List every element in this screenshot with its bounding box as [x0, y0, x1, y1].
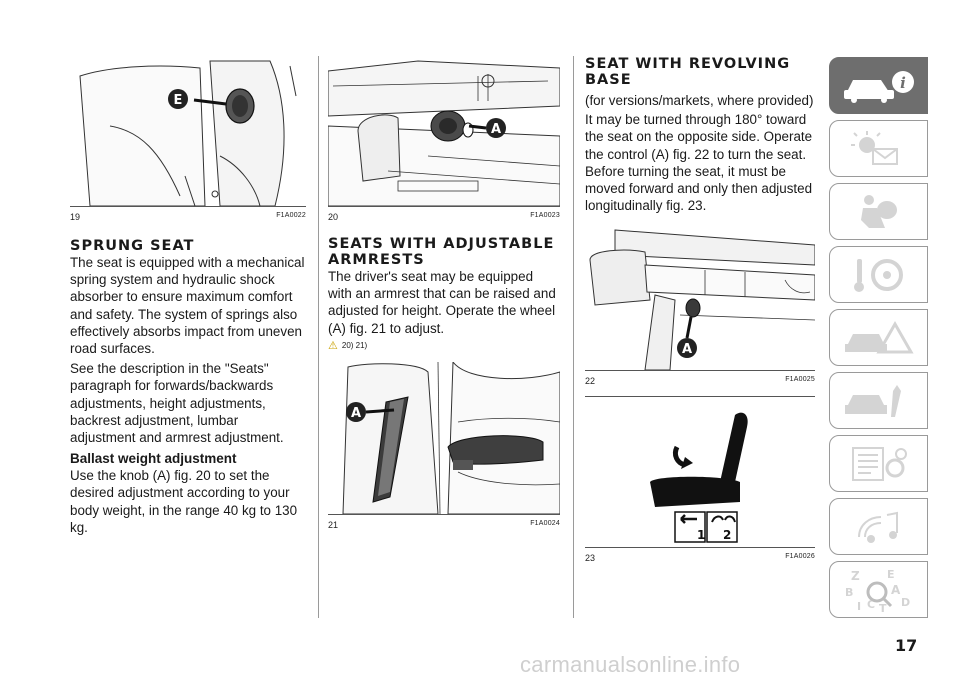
figure-22-caption: 22 F1A0025 [585, 371, 815, 386]
watermark: carmanualsonline.info [520, 652, 741, 677]
section-heading: SPRUNG SEAT [70, 238, 195, 254]
figure-23-illustration: 1 2 [585, 397, 815, 548]
paragraph: The seat is equipped with a mechanical s… [70, 255, 305, 357]
steering-ignition-icon [853, 258, 903, 292]
index-letter: I [857, 600, 861, 613]
warning-lights-icon [850, 130, 898, 165]
section-heading: SEAT WITH REVOLVING BASE [585, 56, 791, 88]
figure-code: F1A0026 [785, 553, 815, 561]
warning-refs: 20) 21) [341, 340, 368, 350]
index-letter: A [891, 583, 901, 597]
figure-number: 20 [328, 212, 339, 222]
index-letter: D [901, 596, 910, 609]
figure-20-caption: 20 F1A0023 [328, 207, 560, 222]
column-sprung-seat: E 19 F1A0022 SPRUNG SEAT The seat is equ… [70, 56, 306, 536]
figure-19-illustration: E [70, 56, 306, 206]
paragraph: It may be turned through 180° toward the… [585, 112, 813, 214]
tab-index[interactable]: Z E B A I C T D [829, 561, 928, 618]
figure-22: A [585, 220, 815, 372]
svg-text:i: i [900, 74, 906, 92]
index-icon: Z E B A I C T D [845, 568, 910, 614]
figure-19: E [70, 56, 306, 207]
tab-emergency[interactable] [829, 309, 928, 366]
paragraph: See the description in the "Seats" parag… [70, 361, 284, 446]
figure-number: 19 [70, 212, 81, 222]
index-letter: Z [851, 569, 860, 583]
column-armrests: A 20 F1A0023 SEATS WITH ADJUSTABLE ARMRE… [328, 56, 560, 530]
figure-23-caption: 23 F1A0026 [585, 548, 815, 563]
index-letter: T [879, 602, 887, 614]
car-info-icon: i [843, 70, 914, 103]
figure-number: 22 [585, 376, 596, 387]
figure-20-callout: A [491, 122, 501, 137]
figure-21-caption: 21 F1A0024 [328, 515, 560, 530]
figure-22-illustration: A [585, 220, 815, 371]
tab-steering-ignition[interactable] [829, 246, 928, 303]
tab-warning-lights[interactable] [829, 120, 928, 177]
figure-code: F1A0022 [276, 212, 306, 219]
airbag-safety-icon [860, 194, 897, 228]
figure-23-label-2: 2 [723, 528, 731, 542]
figure-number: 23 [585, 553, 596, 564]
figure-21: A [328, 361, 560, 515]
column-divider [318, 56, 319, 618]
warning-triangle-icon: ⚠ [328, 339, 338, 352]
figure-number: 21 [328, 519, 339, 530]
figure-21-callout: A [351, 406, 361, 421]
column-revolving-base: SEAT WITH REVOLVING BASE (for versions/m… [585, 56, 815, 563]
subheading: Ballast weight adjustment [70, 451, 237, 467]
section-heading: SEATS WITH ADJUSTABLE ARMRESTS [328, 236, 555, 268]
index-letter: E [887, 568, 895, 581]
figure-20: A [328, 56, 560, 207]
paragraph: (for versions/markets, where provided) [585, 93, 814, 108]
technical-data-icon [851, 446, 907, 481]
figure-22-callout: A [682, 342, 692, 357]
figure-23-label-1: 1 [697, 528, 705, 542]
figure-code: F1A0024 [530, 519, 560, 527]
page-number: 17 [895, 636, 918, 655]
tab-multimedia[interactable] [829, 498, 928, 555]
figure-21-illustration: A [328, 361, 560, 514]
paragraph: The driver's seat may be equipped with a… [328, 269, 556, 336]
figure-code: F1A0025 [785, 376, 815, 384]
index-letter: B [845, 586, 853, 599]
figure-23: 1 2 [585, 397, 815, 549]
column-divider [573, 56, 574, 618]
figure-19-caption: 19 F1A0022 [70, 207, 306, 222]
multimedia-icon [857, 511, 898, 543]
chapter-tabs: i [829, 57, 928, 624]
tab-airbag-safety[interactable] [829, 183, 928, 240]
tab-technical-data[interactable] [829, 435, 928, 492]
index-letter: C [867, 598, 875, 611]
tab-car-info[interactable]: i [829, 57, 928, 114]
paragraph: Use the knob (A) fig. 20 to set the desi… [70, 468, 298, 535]
figure-20-illustration: A [328, 56, 560, 206]
emergency-icon [844, 320, 914, 353]
figure-19-callout: E [174, 93, 183, 108]
figure-code: F1A0023 [530, 212, 560, 219]
warning-reference: ⚠ 20) 21) [328, 339, 560, 352]
tab-maintenance[interactable] [829, 372, 928, 429]
maintenance-icon [844, 384, 901, 417]
